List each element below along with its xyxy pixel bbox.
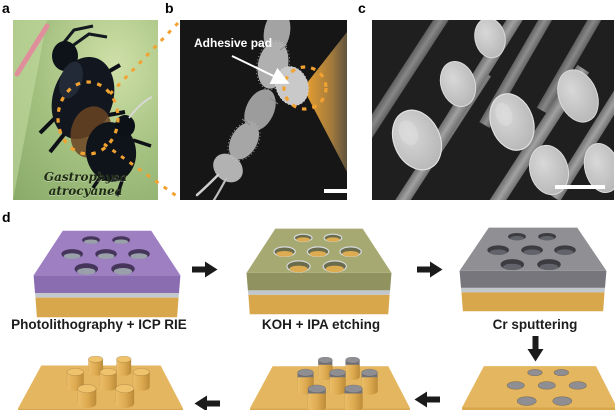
arrow-left-icon (414, 391, 440, 408)
plant-stem (14, 23, 50, 77)
step-label-koh-ipa-etching: KOH + IPA etching (261, 317, 381, 332)
arrow-right-icon (192, 261, 218, 278)
arrow-down-icon (527, 336, 544, 362)
step-label-photolithography: Photolithography + ICP RIE (11, 317, 187, 332)
magnified-region-circle (56, 80, 120, 156)
diagram-step-koh-ipa-etching (240, 225, 398, 317)
panel-label-a: a (2, 0, 10, 16)
annotation-arrow (231, 55, 290, 85)
scale-bar (324, 189, 347, 193)
magnifier-cone (303, 32, 347, 172)
setae-pads (391, 20, 614, 196)
arrow-right-icon (417, 261, 443, 278)
diagram-step-gold-pillars (18, 356, 183, 410)
diagram-step-capped-pillars (250, 357, 410, 410)
scale-bar (555, 185, 605, 189)
arrow-left-icon (194, 395, 220, 410)
sem-setae-image (372, 20, 614, 200)
sem-setae-panel (372, 20, 614, 200)
diagram-step-photolithography (27, 227, 187, 320)
sem-leg-panel: Adhesive pad (180, 20, 347, 200)
diagram-step-cr-dots (462, 357, 615, 410)
panel-label-d: d (2, 209, 11, 225)
setae-stalks (372, 20, 614, 200)
panel-label-c: c (358, 0, 366, 16)
panel-label-b: b (165, 0, 174, 16)
adhesive-pad-circle (282, 65, 328, 111)
step-label-cr-sputtering: Cr sputtering (492, 317, 578, 332)
adhesive-pad-label: Adhesive pad (194, 36, 272, 50)
diagram-step-cr-sputtering (453, 224, 613, 314)
species-caption: Gastrophysa atrocyanea (43, 170, 128, 198)
beetle-photo: Gastrophysa atrocyanea (13, 20, 158, 200)
beetle-pair (38, 24, 153, 197)
sem-leg-image: Adhesive pad (180, 20, 347, 200)
